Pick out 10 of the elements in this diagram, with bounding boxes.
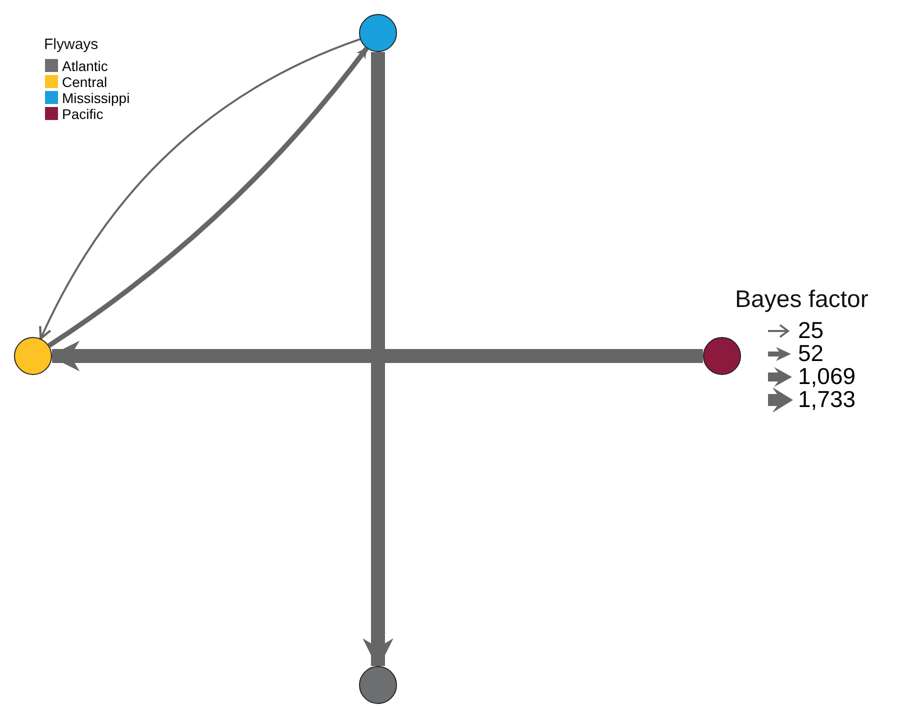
legend-title: Flyways [44, 36, 98, 53]
legend-label: Mississippi [62, 90, 130, 106]
node-circle [14, 337, 52, 375]
node-circle [703, 337, 741, 375]
legend-title: Bayes factor [735, 286, 868, 314]
node-circle [359, 666, 397, 704]
node-circle [359, 14, 397, 52]
legend-label: Central [62, 74, 108, 90]
legend-label: Atlantic [62, 58, 108, 74]
legend-label: Pacific [62, 106, 104, 122]
